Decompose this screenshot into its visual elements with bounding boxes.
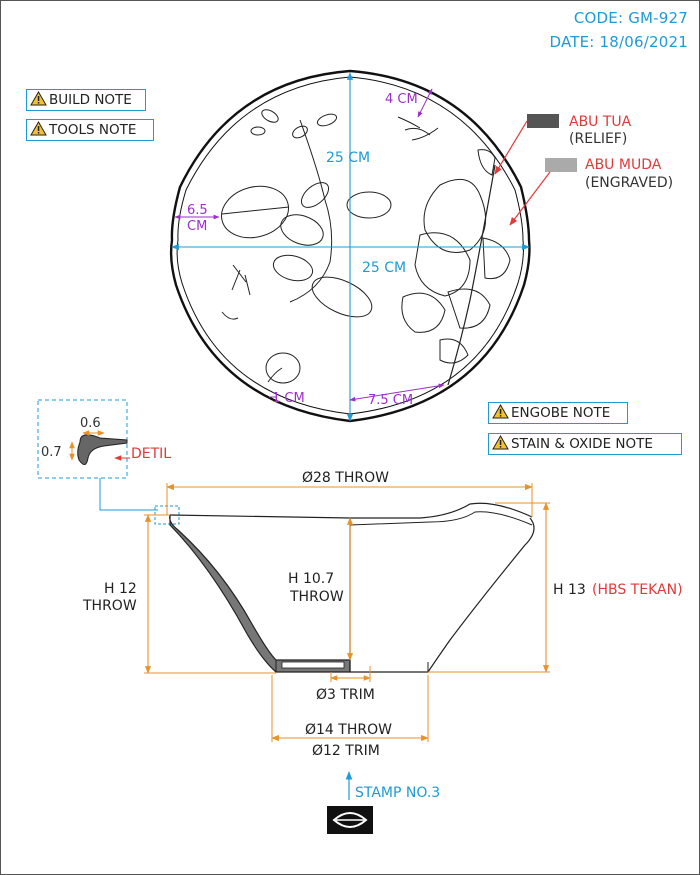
detail-label: DETIL [131, 446, 171, 462]
legend-light-title: ABU MUDA [585, 157, 662, 173]
dim-horizontal-label: 25 CM [362, 260, 406, 276]
dim-h10-7-label-b: THROW [289, 589, 344, 605]
stamp-icon [327, 806, 373, 834]
dim-7-5cm [349, 383, 445, 402]
rim-detail-profile [77, 434, 128, 465]
detail-box [37, 399, 128, 479]
dim-7-5-label: 7.5 CM [368, 393, 413, 408]
warning-icon [492, 403, 509, 423]
leader-relief [494, 120, 528, 175]
engobe-note-label: ENGOBE NOTE [511, 405, 611, 421]
legend-dark-title: ABU TUA [569, 114, 632, 130]
dim-1cm-label: 1 CM [272, 391, 305, 406]
warning-icon [30, 120, 47, 140]
stamp-label: STAMP NO.3 [355, 785, 440, 801]
legend-dark-sub: (RELIEF) [569, 131, 627, 147]
dim-h12-label-b: THROW [82, 598, 137, 614]
build-note-button[interactable]: BUILD NOTE [26, 89, 146, 111]
leader-engraved [509, 171, 551, 226]
dim-foot-trim-label: Ø3 TRIM [316, 687, 375, 703]
dim-base-throw-label: Ø14 THROW [305, 722, 392, 738]
dim-diam-28-label: Ø28 THROW [302, 470, 389, 486]
floral-relief-decoration [221, 109, 511, 386]
stain-oxide-note-button[interactable]: STAIN & OXIDE NOTE [488, 433, 682, 455]
stain-oxide-note-label: STAIN & OXIDE NOTE [511, 436, 653, 452]
detail-width-label: 0.6 [80, 416, 101, 431]
detail-leader-line [99, 478, 158, 511]
engobe-note-button[interactable]: ENGOBE NOTE [488, 402, 628, 424]
dim-6-5-label-b: CM [187, 219, 207, 234]
warning-icon [492, 434, 509, 454]
code-label: CODE: GM-927 [573, 9, 688, 27]
dim-vertical-label: 25 CM [326, 150, 370, 166]
date-label: DATE: 18/06/2021 [549, 33, 688, 51]
dim-h13-red-label: (HBS TEKAN) [592, 582, 683, 598]
dim-base-trim-label: Ø12 TRIM [312, 743, 380, 759]
dim-h10-7-label-a: H 10.7 [288, 571, 334, 587]
bowl-section-view [169, 502, 535, 673]
legend-light-sub: (ENGRAVED) [585, 175, 673, 191]
dim-h13-label: H 13 [553, 582, 586, 598]
warning-icon [30, 90, 47, 110]
dim-6-5-label-a: 6.5 [187, 203, 208, 218]
legend-swatch-light [545, 158, 577, 172]
detail-height-label: 0.7 [41, 445, 62, 460]
legend-swatch-dark [527, 114, 559, 128]
tools-note-button[interactable]: TOOLS NOTE [26, 119, 154, 141]
build-note-label: BUILD NOTE [49, 92, 132, 108]
dim-h12-label-a: H 12 [104, 581, 137, 597]
dim-4cm-label: 4 CM [385, 92, 418, 107]
dim-4cm [417, 88, 433, 118]
tools-note-label: TOOLS NOTE [49, 122, 137, 138]
